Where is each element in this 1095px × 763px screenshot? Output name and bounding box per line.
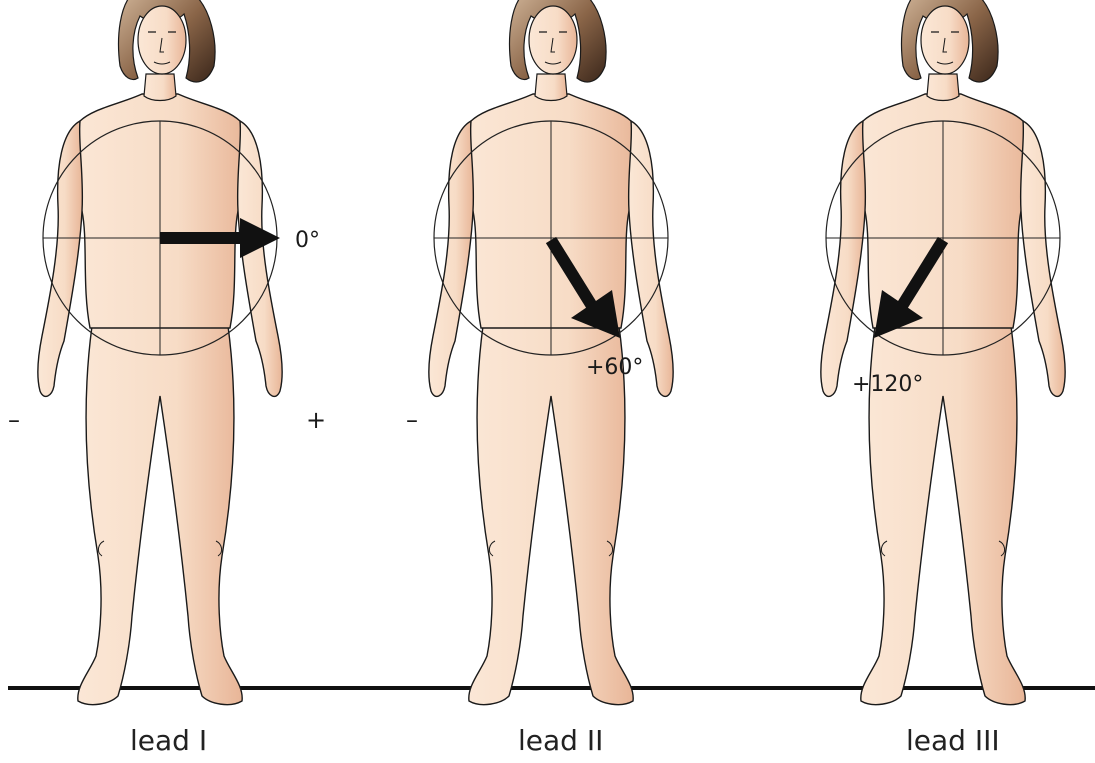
lead-label: lead I <box>130 724 207 757</box>
plus-sign: + <box>306 406 326 434</box>
lead-label: lead III <box>906 724 1000 757</box>
lead-label: lead II <box>518 724 603 757</box>
minus-sign: – <box>8 406 20 434</box>
panel-lead-3: +120° lead III <box>821 0 1065 757</box>
panel-lead-1: 0° – + lead I <box>8 0 326 757</box>
angle-label: 0° <box>295 228 320 253</box>
minus-sign: – <box>406 406 418 434</box>
panel-lead-2: +60° – lead II <box>406 0 673 757</box>
angle-label: +120° <box>852 372 923 397</box>
angle-label: +60° <box>586 355 643 380</box>
